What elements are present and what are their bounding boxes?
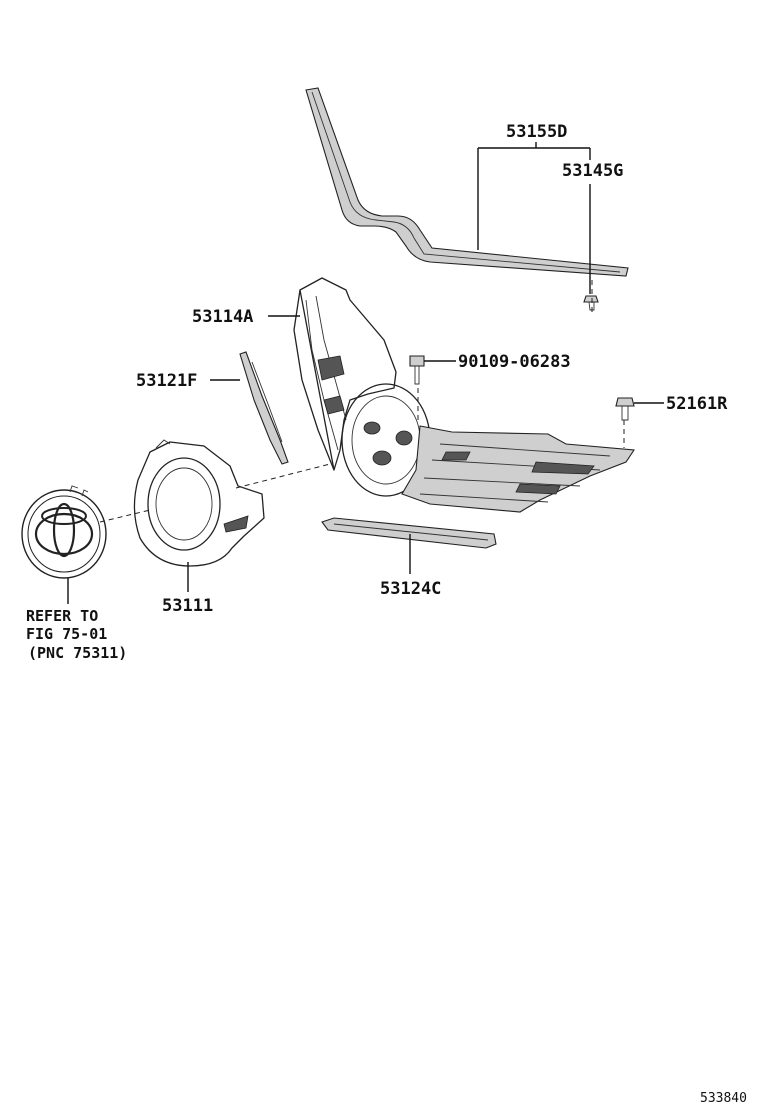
upper-molding-53155D <box>305 87 629 277</box>
label-53155D: 53155D <box>506 122 567 142</box>
grille-body-53114A <box>293 277 635 513</box>
refer-line-1: REFER TO <box>26 607 98 625</box>
figure-number: 533840 <box>700 1091 747 1106</box>
clip-52161R <box>615 397 635 421</box>
emblem-housing-53111 <box>133 439 265 567</box>
leader-lines <box>67 142 664 604</box>
lower-molding-53124C <box>321 517 497 549</box>
label-53111: 53111 <box>162 596 213 616</box>
bolt-90109-06283 <box>409 355 425 385</box>
side-strip-53121F <box>239 351 289 465</box>
label-53121F: 53121F <box>136 371 197 391</box>
label-53145G: 53145G <box>562 161 623 181</box>
refer-line-3: (PNC 75311) <box>28 644 127 662</box>
label-53124C: 53124C <box>380 579 441 599</box>
toyota-emblem-icon <box>21 485 107 579</box>
refer-line-2: FIG 75-01 <box>26 625 107 643</box>
label-52161R: 52161R <box>666 394 728 414</box>
clip-53145G <box>583 295 599 311</box>
label-53114A: 53114A <box>192 307 253 327</box>
assembly-lines <box>99 280 625 523</box>
label-90109-06283: 90109-06283 <box>458 352 571 372</box>
